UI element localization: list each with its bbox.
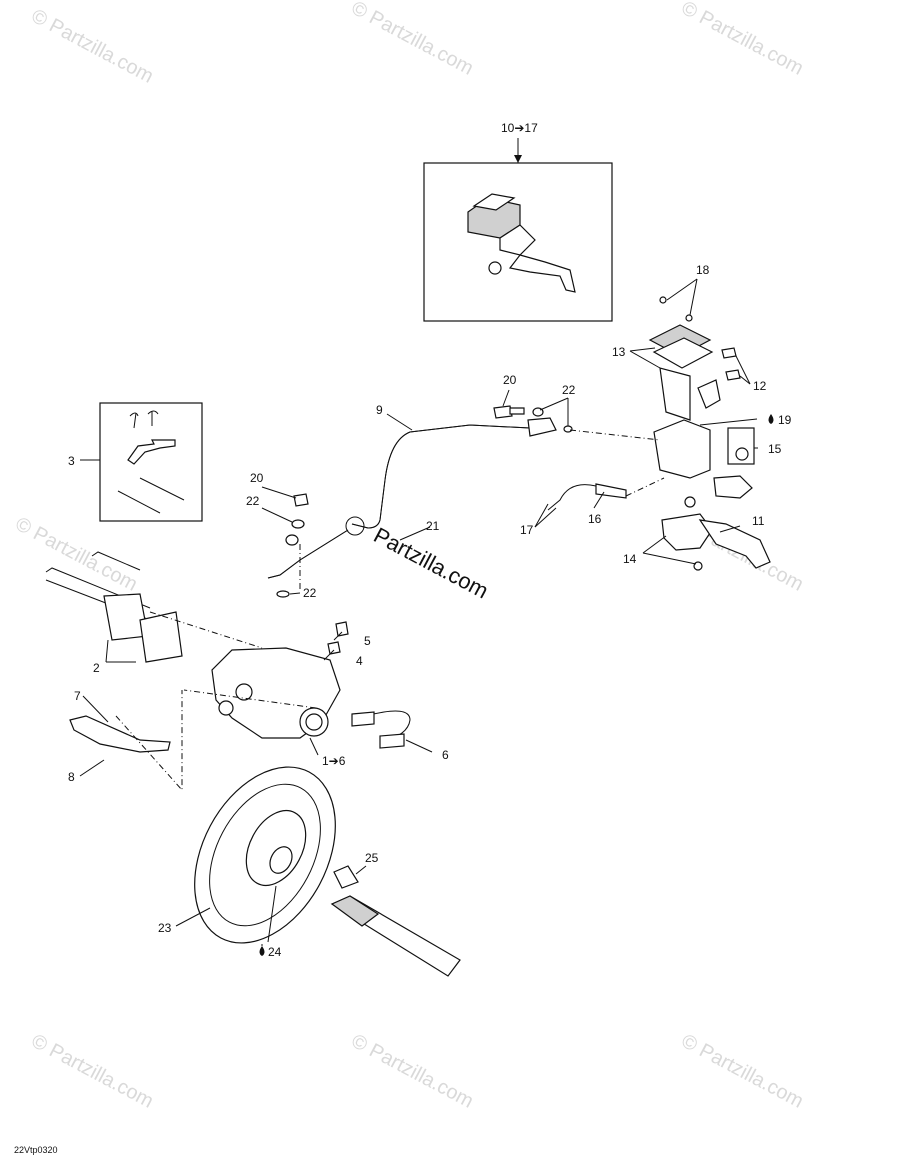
callout-3: 3 <box>68 454 75 468</box>
callout-6: 6 <box>442 748 449 762</box>
callout-22-lower: 22 <box>303 586 317 600</box>
callout-16: 16 <box>588 512 602 526</box>
callout-19: 19 <box>778 413 792 427</box>
callout-21: 21 <box>426 519 440 533</box>
pin-kit-box <box>99 402 203 522</box>
callout-20-upper: 20 <box>503 373 517 387</box>
watermark-bottom-center: © Partzilla.com <box>348 1030 477 1113</box>
drop-icon-19 <box>768 414 774 424</box>
watermark-bottom-right: © Partzilla.com <box>678 1030 807 1113</box>
callout-9: 9 <box>376 403 383 417</box>
leader-lines <box>79 278 758 943</box>
callout-24: 24 <box>268 945 282 959</box>
callout-4: 4 <box>356 654 363 668</box>
watermark-top-left: © Partzilla.com <box>28 5 157 88</box>
caliper-assembly <box>45 551 411 753</box>
pin-kit-frame <box>99 402 203 522</box>
watermark-top-right: © Partzilla.com <box>678 0 807 80</box>
callout-5: 5 <box>364 634 371 648</box>
brake-hose <box>267 417 557 579</box>
callout-23: 23 <box>158 921 172 935</box>
watermark-mid-left: © Partzilla.com <box>12 513 141 596</box>
callout-22-mid: 22 <box>246 494 260 508</box>
callout-13: 13 <box>612 345 626 359</box>
callout-25: 25 <box>365 851 379 865</box>
callout-10-17: 10➔17 <box>501 121 538 135</box>
callout-22-upper: 22 <box>562 383 576 397</box>
callout-7: 7 <box>74 689 81 703</box>
lubricant-icons <box>259 414 774 956</box>
diagram-code: 22Vtp0320 <box>14 1145 58 1155</box>
callout-14: 14 <box>623 552 637 566</box>
watermark-top-center: © Partzilla.com <box>348 0 477 80</box>
center-watermark: Partzilla.com <box>370 522 493 603</box>
master-cylinder-exploded <box>547 296 771 571</box>
assembly-centerlines <box>115 429 665 792</box>
callout-15: 15 <box>768 442 782 456</box>
callout-20-lower: 20 <box>250 471 264 485</box>
callout-1-6: 1➔6 <box>322 754 346 768</box>
callout-labels: 10➔17 18 13 12 19 15 11 14 20 22 9 16 17… <box>68 121 792 959</box>
callout-18: 18 <box>696 263 710 277</box>
master-cylinder-assembly-inset <box>423 138 613 322</box>
banjo-fittings <box>276 405 573 598</box>
callout-8: 8 <box>68 770 75 784</box>
callout-12: 12 <box>753 379 767 393</box>
shaft-and-key <box>330 865 461 977</box>
callout-17: 17 <box>520 523 534 537</box>
watermark-bottom-left: © Partzilla.com <box>28 1030 157 1113</box>
callout-11: 11 <box>752 514 765 528</box>
callout-2: 2 <box>93 661 100 675</box>
drop-icon-24 <box>259 946 265 956</box>
brake-disc <box>194 766 336 944</box>
